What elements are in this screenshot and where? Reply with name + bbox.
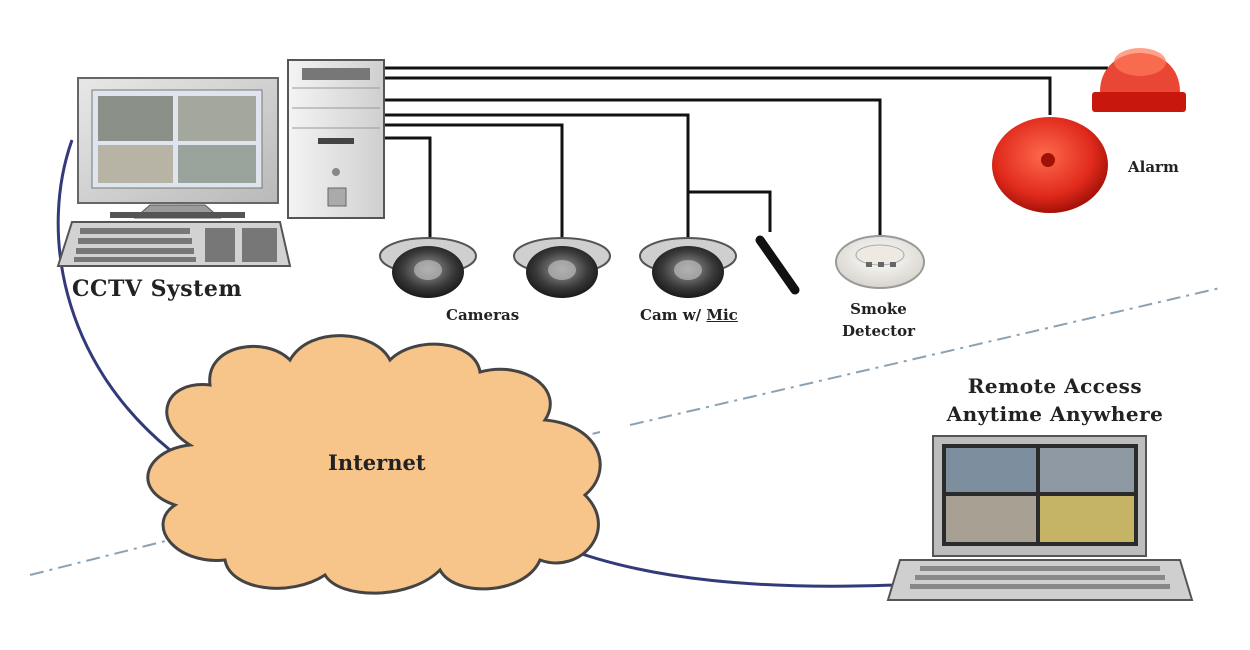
mic-label: Mic: [706, 306, 738, 324]
dvr-cables: [385, 66, 1108, 240]
alarm-bell: [992, 117, 1108, 213]
link-cctv-to-internet: [56, 139, 171, 452]
cam-with-prefix: Cam w/: [640, 306, 707, 324]
internet-label: Internet: [328, 450, 426, 475]
microphone-icon: [755, 235, 800, 295]
link-internet-to-laptop: [564, 546, 896, 588]
remote-access-label: Remote Access Anytime Anywhere: [880, 372, 1230, 428]
cam-with-mic-label: Cam w/ Mic: [640, 306, 738, 324]
dvr-tower: [287, 59, 385, 219]
smoke-label-line2: Detector: [842, 322, 915, 340]
internet-cloud: [146, 334, 602, 595]
remote-label-line1: Remote Access: [967, 374, 1143, 398]
cctv-system-label: CCTV System: [72, 276, 243, 302]
remote-laptop: [886, 435, 1194, 601]
alarm-siren: [1092, 48, 1186, 112]
camera-1: [379, 237, 477, 298]
cctv-monitor: [77, 77, 279, 219]
camera-2: [513, 237, 611, 298]
cctv-keyboard: [56, 221, 292, 267]
smoke-detector-label: Smoke Detector: [842, 298, 915, 342]
alarm-label: Alarm: [1128, 158, 1179, 176]
cameras-label: Cameras: [446, 306, 520, 324]
smoke-detector: [835, 235, 925, 289]
zone-divider-line-right: [629, 287, 1221, 426]
remote-label-line2: Anytime Anywhere: [946, 402, 1164, 426]
smoke-label-line1: Smoke: [850, 300, 907, 318]
camera-with-mic: [639, 237, 737, 298]
